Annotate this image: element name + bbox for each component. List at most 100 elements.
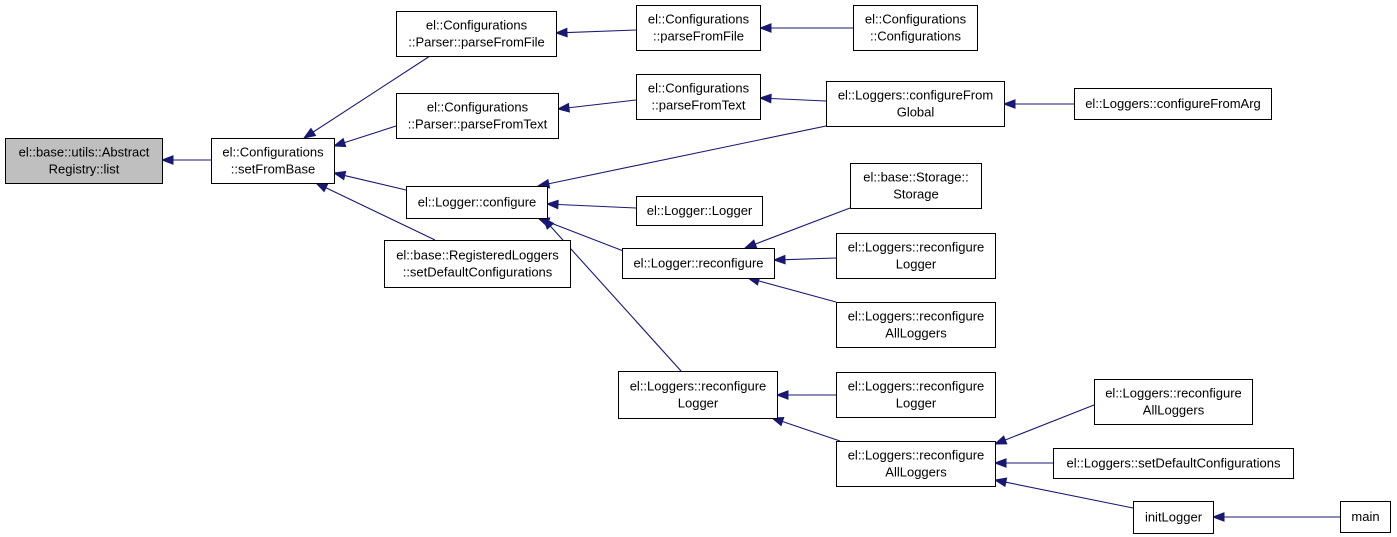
node-label: ::setFromBase [231,162,316,177]
node-configurations-parser-parsefromfile[interactable]: el::Configurations::Parser::parseFromFil… [396,11,557,57]
node-configurations-parsefromfile[interactable]: el::Configurations::parseFromFile [636,5,761,51]
node-box[interactable] [622,248,775,279]
node-label: el::Configurations [648,81,750,96]
edge-line [548,221,627,253]
node-label: ::Parser::parseFromText [408,117,548,132]
node-configurations-configurations[interactable]: el::Configurations::Configurations [853,5,978,51]
edge-arrowhead [1211,512,1225,522]
node-label: el::Loggers::reconfigure [848,240,985,255]
node-box[interactable] [636,74,761,120]
edge-arrowhead [554,27,568,38]
node-box[interactable] [1074,88,1272,120]
node-box[interactable] [5,138,163,184]
node-label: el::Logger::Logger [647,203,753,218]
nodes-layer: el::base::utils::AbstractRegistry::liste… [5,5,1391,534]
edge-loggers-reconfigureallloggers-b-to-loggers-reconfigurelogger-b [770,417,841,442]
node-storage-storage[interactable]: el::base::Storage::Storage [850,163,982,209]
node-box[interactable] [384,240,571,288]
node-configurations-parsefromtext[interactable]: el::Configurations::parseFromText [636,74,761,120]
edge-arrowhead [743,239,758,249]
node-box[interactable] [836,441,996,487]
node-box[interactable] [406,186,548,219]
node-label: ::parseFromText [652,98,746,113]
node-logger-logger[interactable]: el::Logger::Logger [636,196,763,226]
node-box[interactable] [836,233,996,279]
node-box[interactable] [826,81,1005,127]
node-configurations-setfrombase[interactable]: el::Configurations::setFromBase [211,138,335,184]
edge-arrowhead [1002,99,1016,109]
node-box[interactable] [211,138,335,184]
node-box[interactable] [636,196,763,226]
edge-line [325,187,436,241]
node-label: AllLoggers [885,465,947,480]
node-logger-configure[interactable]: el::Logger::configure [406,186,548,219]
node-label: Logger [678,396,719,411]
edge-registeredloggers-setdefaultconfigurations-to-configurations-setfrombase [314,182,436,241]
node-initlogger[interactable]: initLogger [1133,501,1214,534]
node-box[interactable] [1133,501,1214,534]
edge-arrowhead [314,182,329,193]
edge-line [312,55,431,133]
node-logger-reconfigure[interactable]: el::Logger::reconfigure [622,248,775,279]
edge-line [557,203,637,209]
edge-line [548,125,827,185]
node-box[interactable] [853,5,978,51]
edge-configurations-parser-parsefromtext-to-configurations-setfrombase [332,125,397,148]
edge-line [784,257,837,261]
node-box[interactable] [396,11,557,57]
node-label: el::Loggers::reconfigure [848,309,985,324]
node-main[interactable]: main [1340,501,1391,533]
node-box[interactable] [850,163,982,209]
node-box[interactable] [618,371,778,419]
node-box[interactable] [1094,379,1253,425]
edge-arrowhead [772,254,786,265]
node-label: AllLoggers [885,326,947,341]
node-label: ::setDefaultConfigurations [403,265,553,280]
node-label: el::Loggers::reconfigure [848,448,985,463]
edge-arrowhead [332,170,347,181]
node-loggers-configurefromarg[interactable]: el::Loggers::configureFromArg [1074,88,1272,120]
node-label: el::Configurations [222,145,324,160]
node-label: el::base::RegisteredLoggers [396,248,559,263]
edge-loggers-reconfigurelogger-a-to-logger-reconfigure [772,254,837,265]
edge-loggers-configurefromglobal-to-configurations-parsefromtext [758,93,827,104]
node-label: Storage [893,187,939,202]
node-box[interactable] [836,302,996,348]
edge-line [344,174,407,191]
edge-line [755,207,851,245]
node-box[interactable] [836,372,996,418]
node-label: el::base::utils::Abstract [19,145,150,160]
edge-configurations-parser-parsefromfile-to-configurations-setfrombase [302,55,431,139]
edge-arrowhead [542,216,555,230]
node-label: el::base::Storage:: [863,170,969,185]
edge-loggers-reconfigureallloggers-a-to-logger-reconfigure [746,276,837,303]
node-label: ::Parser::parseFromFile [408,35,545,50]
node-label: ::Configurations [870,29,962,44]
node-box[interactable] [1340,501,1391,533]
node-loggers-setdefaultconfigurations[interactable]: el::Loggers::setDefaultConfigurations [1053,448,1294,479]
node-box[interactable] [396,93,559,139]
node-box[interactable] [1053,448,1294,479]
node-registeredloggers-setdefaultconfigurations[interactable]: el::base::RegisteredLoggers::setDefaultC… [384,240,571,288]
edge-logger-logger-to-logger-configure [545,199,637,210]
node-label: el::Configurations [426,18,528,33]
node-box[interactable] [636,5,761,51]
edge-arrowhead [332,137,347,148]
edge-arrowhead [758,23,772,33]
edge-arrowhead [993,458,1007,468]
node-label: el::Logger::reconfigure [633,256,763,271]
node-configurations-parser-parsefromtext[interactable]: el::Configurations::Parser::parseFromTex… [396,93,559,139]
edge-initlogger-to-loggers-reconfigureallloggers-b [993,477,1134,509]
edge-logger-configure-to-configurations-setfrombase [332,170,407,191]
edge-line [1005,481,1134,509]
edge-loggers-reconfigurelogger-b-to-logger-configure [542,216,682,372]
edge-line [549,225,682,372]
